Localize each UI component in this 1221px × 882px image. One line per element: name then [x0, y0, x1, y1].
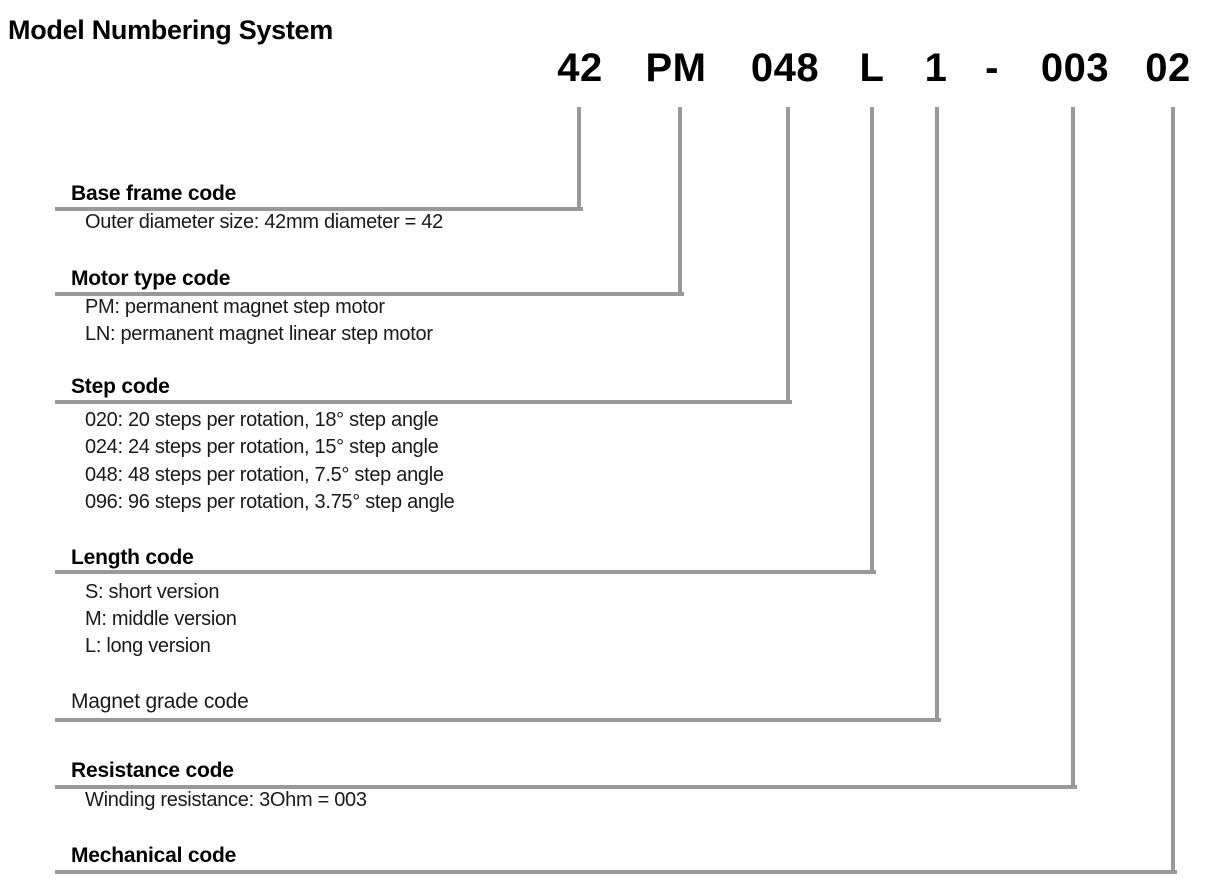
model-segment-resistance: 003 [1040, 46, 1110, 90]
underline-magnet-grade [55, 718, 941, 722]
section-heading-motor-type: Motor type code [71, 267, 231, 290]
connector-line-resistance [1071, 107, 1075, 789]
underline-step [55, 400, 792, 404]
model-segment-base-frame: 42 [557, 46, 603, 90]
connector-line-base-frame [577, 107, 581, 211]
connector-line-magnet [935, 107, 939, 722]
connector-line-length [870, 107, 874, 574]
page-title: Model Numbering System [8, 15, 333, 45]
connector-line-step [786, 107, 790, 404]
section-heading-magnet-grade: Magnet grade code [71, 690, 249, 713]
model-segment-magnet: 1 [924, 46, 948, 90]
underline-resistance [55, 785, 1077, 789]
section-item: PM: permanent magnet step motor [85, 296, 385, 318]
section-heading-base-frame: Base frame code [71, 182, 237, 205]
section-heading-resistance: Resistance code [71, 759, 234, 782]
model-segment-dash: - [985, 46, 999, 90]
model-segment-mechanical: 02 [1145, 46, 1191, 90]
section-item: M: middle version [85, 608, 237, 630]
connector-line-mechanical [1171, 107, 1175, 874]
underline-mechanical [55, 870, 1177, 874]
underline-length [55, 570, 876, 574]
underline-base-frame [55, 207, 583, 211]
section-item: 048: 48 steps per rotation, 7.5° step an… [85, 464, 444, 486]
section-heading-length: Length code [71, 546, 194, 569]
model-segment-motor-type: PM [645, 46, 707, 90]
underline-motor-type [55, 292, 684, 296]
section-item: 020: 20 steps per rotation, 18° step ang… [85, 409, 439, 431]
model-segment-step: 048 [750, 46, 820, 90]
section-item: L: long version [85, 635, 211, 657]
section-item: S: short version [85, 581, 220, 603]
connector-line-motor-type [678, 107, 682, 296]
section-item: Winding resistance: 3Ohm = 003 [85, 789, 367, 811]
section-item: Outer diameter size: 42mm diameter = 42 [85, 211, 443, 233]
section-item: 096: 96 steps per rotation, 3.75° step a… [85, 491, 455, 513]
section-heading-step: Step code [71, 375, 170, 398]
section-item: 024: 24 steps per rotation, 15° step ang… [85, 436, 439, 458]
model-segment-length: L [859, 46, 885, 90]
section-item: LN: permanent magnet linear step motor [85, 323, 433, 345]
section-heading-mechanical: Mechanical code [71, 844, 237, 867]
